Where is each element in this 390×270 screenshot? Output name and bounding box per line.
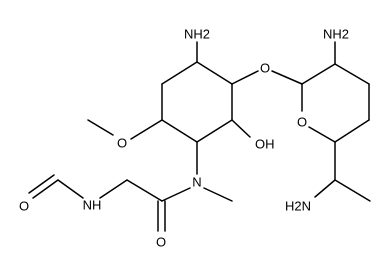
nh2-sidechain-label: H2N [285, 199, 311, 214]
bond [28, 174, 55, 194]
bond [271, 70, 303, 85]
nh2-ring-label: NH2 [184, 27, 210, 42]
methoxy-oxygen-label: O [117, 136, 127, 151]
glycosidic-oxygen-label: O [260, 61, 270, 76]
bond [161, 187, 191, 202]
pyran-oxygen-label: O [297, 115, 307, 130]
bond [161, 119, 198, 143]
bond [130, 119, 163, 140]
bond [87, 119, 114, 136]
bond [161, 61, 198, 85]
formyl-oxygen-label: O [19, 199, 29, 214]
bond [196, 119, 233, 143]
formamide-nh-label: NH [83, 198, 102, 213]
bond [203, 187, 233, 202]
bond [334, 63, 370, 85]
bonds [28, 41, 371, 232]
bond [196, 61, 233, 85]
bond [334, 119, 370, 143]
bond [314, 179, 336, 198]
bond [308, 126, 336, 143]
bond [334, 179, 371, 202]
bond [231, 119, 251, 138]
bond [231, 70, 259, 85]
nh2-pyran-label: NH2 [323, 27, 349, 42]
amide-nitrogen-label: N [192, 175, 201, 190]
bond [126, 179, 163, 202]
bond [301, 63, 336, 85]
bond [99, 179, 128, 199]
bond [32, 179, 59, 199]
atom-labels: NH2 O OH O O NH2 H2N N O NH O [19, 27, 349, 250]
bond [57, 179, 84, 199]
carbonyl-oxygen-label: O [156, 235, 166, 250]
hydroxyl-label: OH [255, 137, 275, 152]
